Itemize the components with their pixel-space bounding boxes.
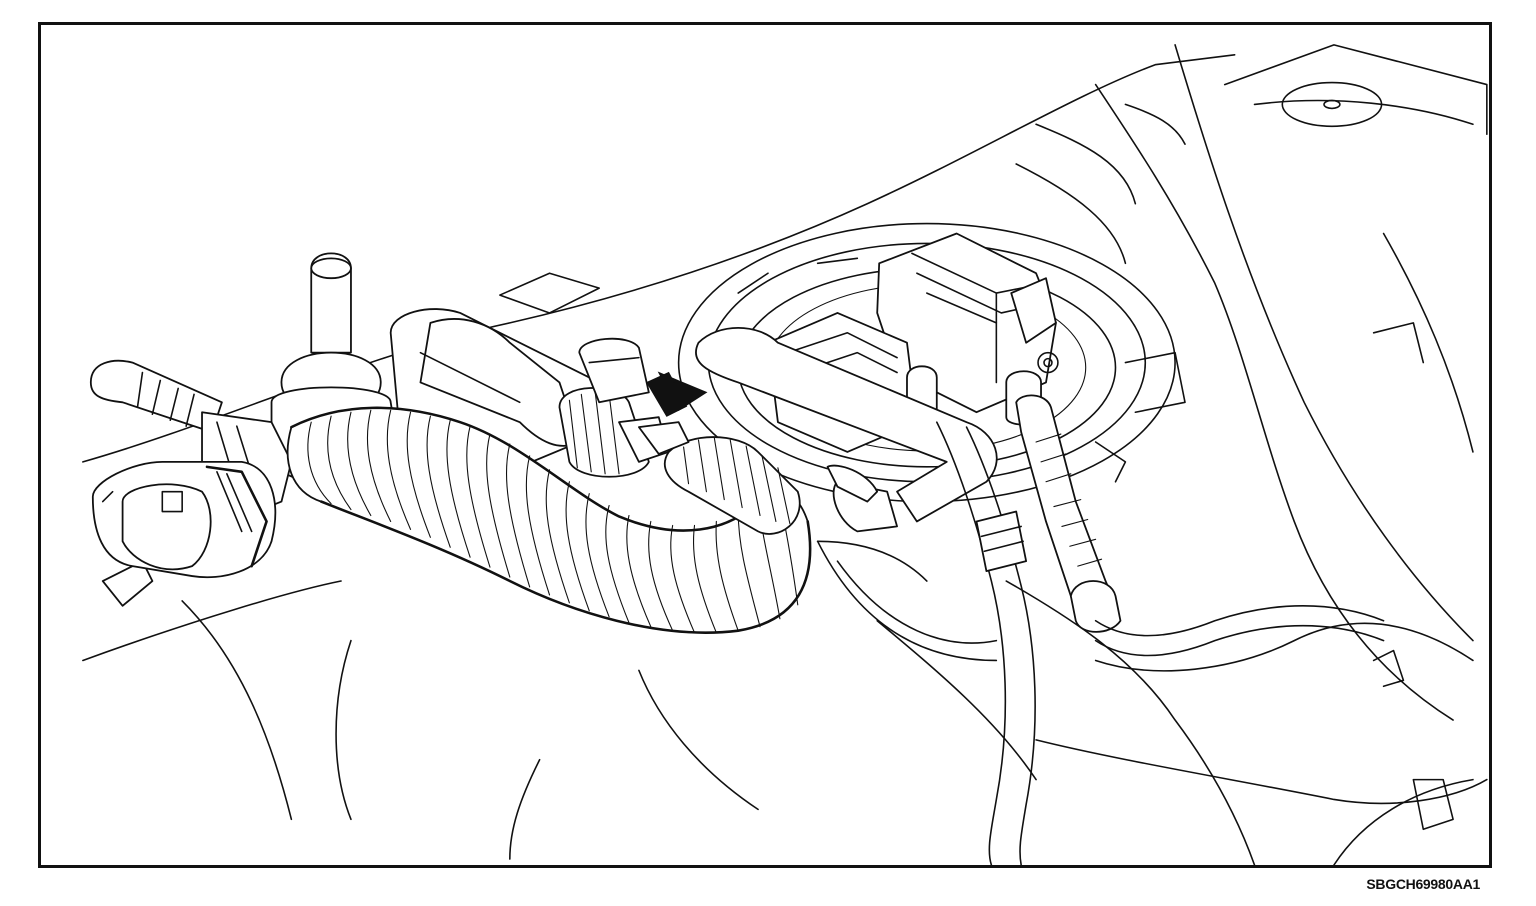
inlet-fitting [558, 337, 690, 478]
quick-connect-coupling [91, 460, 277, 607]
figure-code: SBGCH69980AA1 [1366, 876, 1480, 892]
corrugated-hose [286, 406, 812, 634]
return-line [1015, 394, 1385, 657]
module-tab [499, 272, 600, 314]
fuel-tank-illustration [82, 44, 1488, 865]
lower-fitting [975, 510, 1028, 572]
direction-arrow [646, 371, 708, 417]
figure-frame [38, 22, 1492, 868]
body-panel-contours [82, 44, 1488, 865]
right-fuel-line [695, 326, 1036, 865]
tank-sump [816, 540, 998, 662]
hose-end [663, 436, 801, 535]
access-cover [1281, 81, 1383, 128]
